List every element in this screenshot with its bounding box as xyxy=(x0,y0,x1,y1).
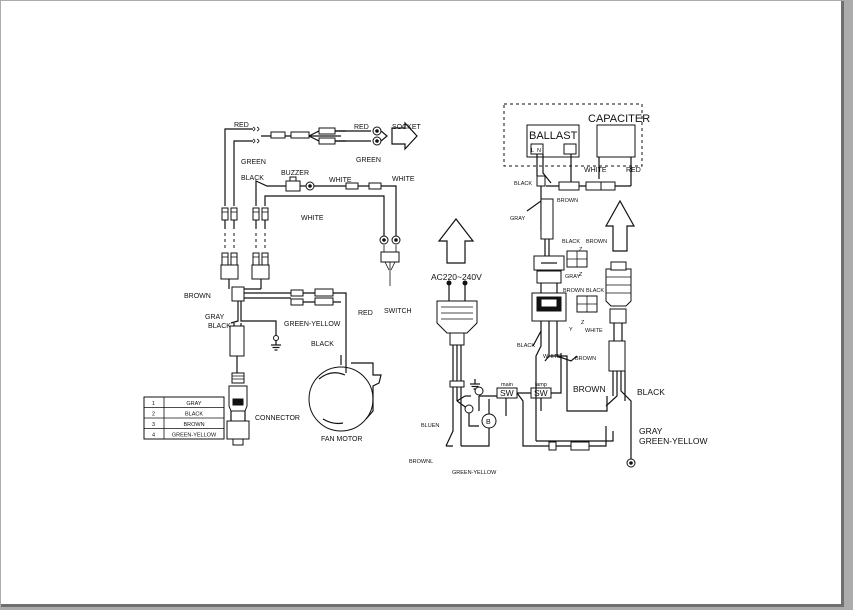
label-fan-motor: FAN MOTOR xyxy=(321,436,362,443)
label-brownl: BROWNL xyxy=(409,459,433,465)
capacitor-box xyxy=(596,124,636,158)
label-brown-conn2: BROWN xyxy=(563,288,584,294)
label-gray-conn1: GRAY xyxy=(565,274,581,280)
legend-row-number: 1 xyxy=(152,401,155,407)
label-z-3: Z xyxy=(581,320,585,326)
legend-row-color: BLACK xyxy=(185,412,203,418)
label-red-top: RED xyxy=(234,122,249,129)
label-z-2: Z xyxy=(579,272,583,278)
label-green-left: GREEN xyxy=(241,159,266,166)
label-white-1: WHITE xyxy=(329,177,352,184)
label-black-ballast: BLACK xyxy=(514,181,532,187)
inline-fuse-1 xyxy=(270,131,286,139)
label-white-conn2: WHITE xyxy=(585,328,603,334)
socket-arrow-icon xyxy=(391,121,418,151)
label-connector: CONNECTOR xyxy=(255,415,300,422)
label-lamp: lamp xyxy=(535,382,547,388)
label-socket: SOCKET xyxy=(392,124,422,131)
legend-row-number: 4 xyxy=(152,433,155,439)
label-black-buzzer: BLACK xyxy=(241,175,264,182)
label-capacitor: CAPACITER xyxy=(588,113,650,125)
label-black-lamp: BLACK xyxy=(637,387,665,397)
label-ballast: BALLAST xyxy=(529,130,578,142)
label-bluen: BLUEN xyxy=(421,423,439,429)
up-arrow-icon xyxy=(437,218,475,264)
label-gray-left: GRAY xyxy=(205,314,225,321)
junction-block xyxy=(231,286,245,302)
label-green-right: GREEN xyxy=(356,157,381,164)
label-l: L xyxy=(531,148,534,154)
label-main: main xyxy=(501,382,513,388)
power-plug xyxy=(436,300,478,334)
label-y: Y xyxy=(569,327,573,333)
label-black-left: BLACK xyxy=(208,323,231,330)
label-brown-ballast: BROWN xyxy=(557,198,578,204)
label-gray-ballast: GRAY xyxy=(510,216,526,222)
label-white-2: WHITE xyxy=(392,176,415,183)
switch-component xyxy=(380,251,400,263)
color-legend-table: 1 GRAY 2 BLACK 3 BROWN 4 GREEN-YELLOW xyxy=(143,396,225,440)
label-n: N xyxy=(537,148,541,154)
label-black-motor: BLACK xyxy=(311,341,334,348)
label-sw-lamp: SW xyxy=(534,388,548,398)
label-gray-right: GRAY xyxy=(639,426,663,436)
up-arrow-right-icon xyxy=(604,199,636,252)
label-brown-right-small: BROWN xyxy=(575,356,596,362)
label-white-cap: WHITE xyxy=(584,167,607,174)
diagram-labels: RED RED SOCKET GREEN GREEN BLACK BUZZER … xyxy=(184,113,708,476)
legend-row-number: 3 xyxy=(152,422,155,428)
label-red-cap: RED xyxy=(626,167,641,174)
legend-row-color: GREEN-YELLOW xyxy=(172,433,217,439)
label-brown-left: BROWN xyxy=(184,293,211,300)
fan-motor-icon xyxy=(308,366,374,432)
label-brown-right: BROWN xyxy=(573,384,606,394)
label-brown-conn1: BROWN xyxy=(586,239,607,245)
label-white-3: WHITE xyxy=(301,215,324,222)
buzzer-component xyxy=(285,180,301,192)
label-red-motor: RED xyxy=(358,310,373,317)
legend-row-number: 2 xyxy=(152,412,155,418)
legend-row-color: GRAY xyxy=(186,401,202,407)
label-black-conn1: BLACK xyxy=(562,239,580,245)
label-b-symbol: B xyxy=(486,419,491,426)
label-sw-main: SW xyxy=(500,388,514,398)
label-switch: SWITCH xyxy=(384,308,412,315)
inline-fuse-2 xyxy=(290,131,310,139)
label-ac-voltage: AC220~240V xyxy=(431,272,482,282)
label-black-conn2: BLACK xyxy=(586,288,604,294)
label-white-right: WHITE xyxy=(543,354,561,360)
label-green-yellow-right: GREEN-YELLOW xyxy=(639,436,708,446)
ballast-wiring xyxy=(503,103,643,468)
label-red-mid: RED xyxy=(354,124,369,131)
label-black-right: BLACK xyxy=(517,343,535,349)
lamp-socket xyxy=(605,268,632,307)
power-plug-wiring xyxy=(436,218,607,451)
label-green-yellow-left: GREEN-YELLOW xyxy=(284,321,341,328)
label-green-yellow-plug: GREEN-YELLOW xyxy=(452,470,497,476)
label-z-1: Z xyxy=(579,247,583,253)
label-buzzer: BUZZER xyxy=(281,170,309,177)
legend-row-color: BROWN xyxy=(183,422,204,428)
ballast-enclosure xyxy=(503,103,643,167)
left-wiring xyxy=(220,121,418,446)
